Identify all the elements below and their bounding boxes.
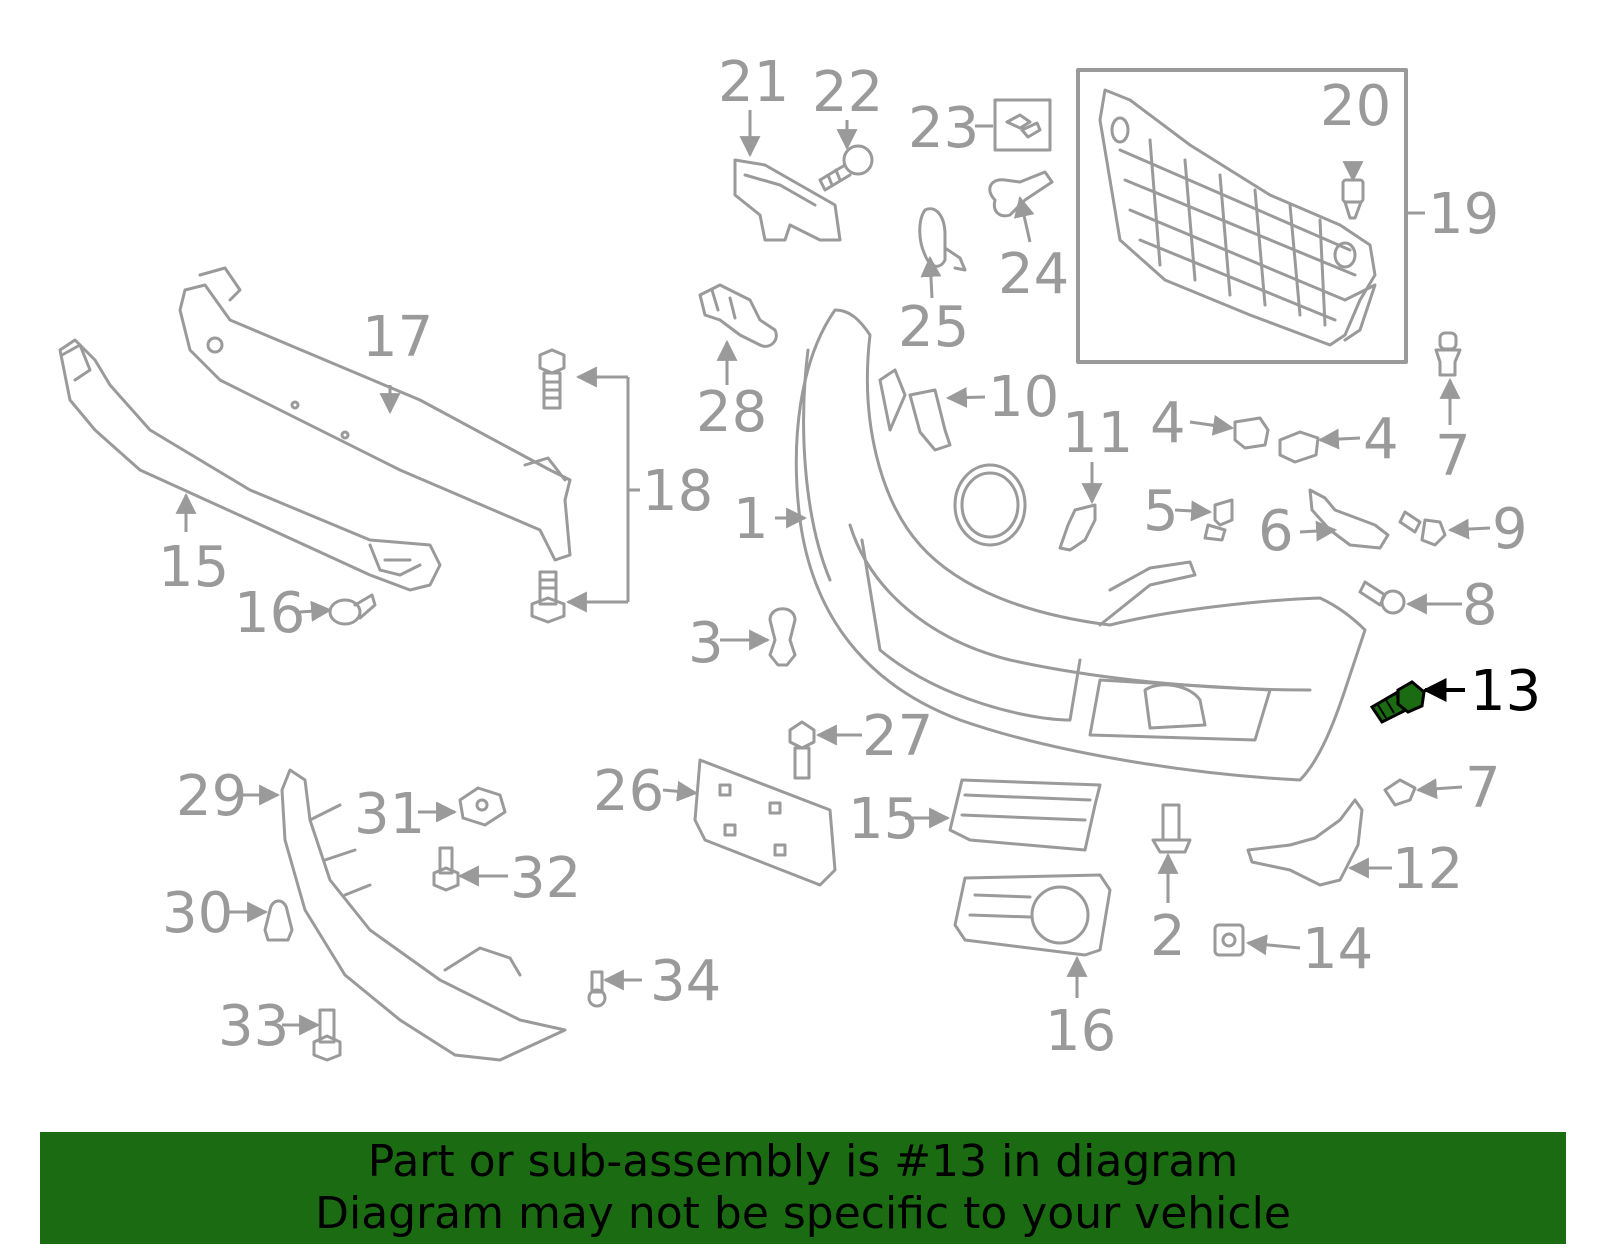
clip-part-4-right[interactable] bbox=[1278, 430, 1320, 464]
callout-label: 4 bbox=[1363, 407, 1399, 472]
callout-label: 14 bbox=[1302, 917, 1373, 982]
callout-label: 32 bbox=[510, 846, 581, 911]
fog-cover-part-15[interactable] bbox=[948, 778, 1102, 852]
callout-label: 21 bbox=[718, 50, 789, 115]
bumper-cover-part-1[interactable] bbox=[794, 308, 1367, 782]
callout-label: 16 bbox=[1045, 999, 1116, 1064]
callout-label: 24 bbox=[998, 242, 1069, 307]
bracket-part-11[interactable] bbox=[1058, 503, 1097, 552]
callout-label: 28 bbox=[696, 380, 767, 445]
callout-label: 3 bbox=[688, 611, 724, 676]
leader-lines bbox=[175, 110, 1491, 1036]
bolt-part-2[interactable] bbox=[1151, 803, 1192, 854]
callout-label: 1 bbox=[733, 487, 769, 552]
bolt-part-20-upper[interactable] bbox=[538, 348, 566, 410]
callout-label: 6 bbox=[1258, 499, 1294, 564]
screw-part-36[interactable] bbox=[587, 970, 607, 1008]
callout-label: 4 bbox=[1150, 391, 1186, 456]
callout-label: 2 bbox=[1150, 904, 1186, 969]
callout-label: 12 bbox=[1392, 837, 1463, 902]
callout-label: 8 bbox=[1462, 573, 1498, 638]
clip-part-4-left[interactable] bbox=[1233, 416, 1270, 450]
callout-label: 11 bbox=[1062, 401, 1133, 466]
callout-label: 15 bbox=[848, 787, 919, 852]
deflector-part-31[interactable] bbox=[280, 768, 567, 1062]
callout-label: 10 bbox=[988, 365, 1059, 430]
bracket-part-23[interactable] bbox=[733, 158, 842, 242]
callout-label: 29 bbox=[176, 764, 247, 829]
callout-label: 33 bbox=[218, 994, 289, 1059]
callout-label: 7 bbox=[1435, 424, 1471, 489]
callout-label: 25 bbox=[898, 295, 969, 360]
emblem-part-25[interactable] bbox=[993, 98, 1052, 152]
license-plate-bracket-part-28[interactable] bbox=[693, 758, 837, 887]
bolt-part-5[interactable] bbox=[1203, 498, 1234, 542]
banner-line-1: Part or sub-assembly is #13 in diagram bbox=[367, 1136, 1239, 1187]
callout-label: 9 bbox=[1492, 497, 1528, 562]
callout-label: 7 bbox=[1465, 756, 1501, 821]
fog-bezel-part-16[interactable] bbox=[953, 873, 1112, 957]
bracket-part-10[interactable] bbox=[908, 388, 952, 452]
clip-part-22[interactable] bbox=[1341, 178, 1365, 220]
callout-label: 26 bbox=[593, 759, 664, 824]
callout-label: 15 bbox=[158, 535, 229, 600]
callout-label: 20 bbox=[1320, 74, 1391, 139]
nut-part-33[interactable] bbox=[458, 786, 507, 827]
info-banner: Part or sub-assembly is #13 in diagram D… bbox=[40, 1132, 1566, 1244]
callout-label: 18 bbox=[642, 459, 713, 524]
callout-label: 5 bbox=[1143, 479, 1179, 544]
clip-part-26[interactable] bbox=[988, 170, 1054, 218]
callout-label: 22 bbox=[812, 60, 883, 125]
clip-part-3[interactable] bbox=[768, 607, 797, 667]
callout-label: 17 bbox=[362, 305, 433, 370]
clip-part-7-lower[interactable] bbox=[1383, 778, 1417, 807]
callout-label: 34 bbox=[650, 949, 721, 1014]
clip-part-18[interactable] bbox=[328, 593, 377, 626]
callout-label: 23 bbox=[908, 96, 979, 161]
banner-line-2: Diagram may not be specific to your vehi… bbox=[315, 1188, 1291, 1239]
nut-part-14[interactable] bbox=[1213, 923, 1245, 957]
energy-absorber-part-17[interactable] bbox=[58, 338, 442, 592]
bolt-part-29[interactable] bbox=[788, 720, 816, 780]
callout-label: 16 bbox=[234, 581, 305, 646]
callout-label-highlighted: 13 bbox=[1470, 659, 1541, 724]
reinforcement-beam-part-19[interactable] bbox=[178, 266, 572, 562]
callout-label: 27 bbox=[862, 704, 933, 769]
bolt-part-24[interactable] bbox=[818, 144, 874, 192]
callout-label: 30 bbox=[162, 881, 233, 946]
tow-hook-cover-part-27[interactable] bbox=[918, 207, 967, 272]
clip-part-7-upper[interactable] bbox=[1434, 331, 1462, 377]
clip-part-32[interactable] bbox=[263, 899, 294, 942]
bolt-part-35[interactable] bbox=[312, 1008, 342, 1062]
callout-labels: 21 22 23 24 25 20 19 28 17 15 18 16 1 10… bbox=[158, 50, 1541, 1064]
bracket-part-12[interactable] bbox=[1246, 798, 1364, 887]
callout-label: 19 bbox=[1428, 182, 1499, 247]
grille-part-21[interactable] bbox=[1076, 68, 1408, 364]
bracket-part-6[interactable] bbox=[1308, 488, 1390, 550]
sensor-part-30[interactable] bbox=[698, 283, 778, 348]
bolt-part-13-highlighted[interactable] bbox=[1369, 680, 1426, 724]
bolt-part-9[interactable] bbox=[1398, 510, 1447, 547]
callout-label: 31 bbox=[354, 782, 425, 847]
bolt-part-34[interactable] bbox=[432, 846, 460, 892]
bolt-part-8[interactable] bbox=[1358, 580, 1406, 615]
bolt-part-20-lower[interactable] bbox=[530, 570, 566, 624]
